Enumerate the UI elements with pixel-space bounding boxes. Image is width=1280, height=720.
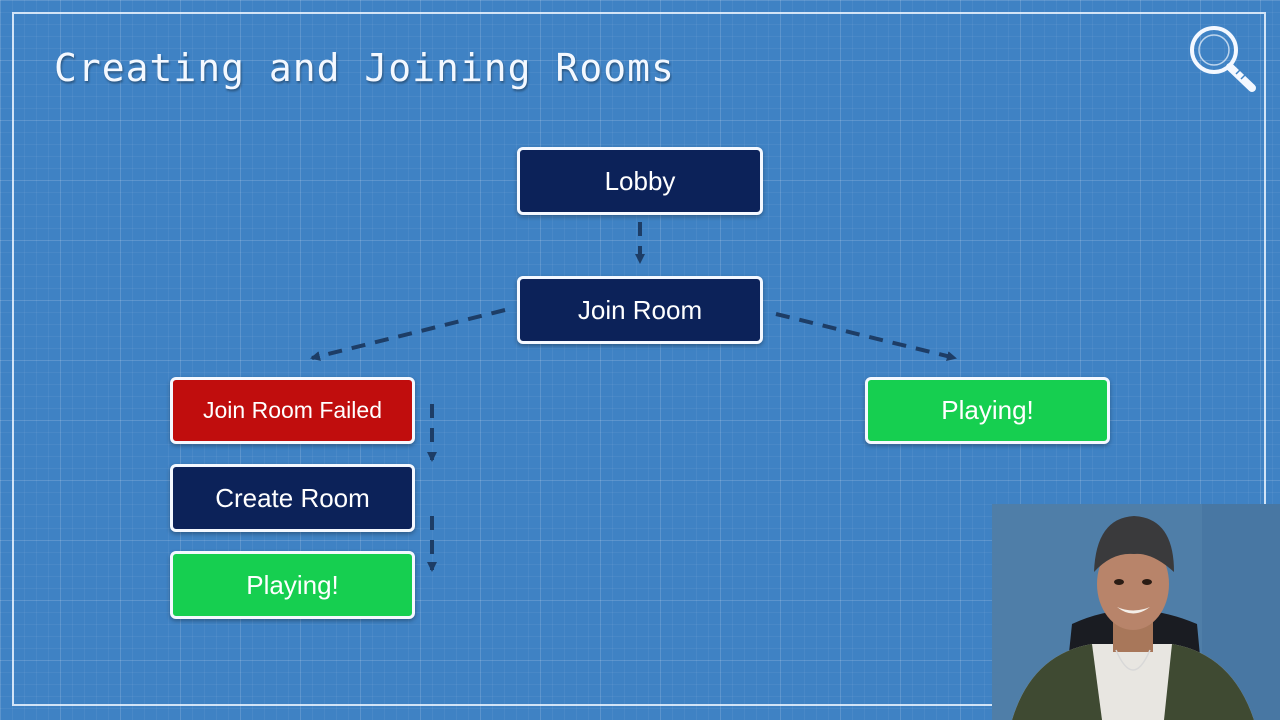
join-room-node: Join Room: [517, 276, 763, 344]
magnifying-glass-icon: [1190, 26, 1256, 92]
lobby-label: Lobby: [604, 165, 676, 196]
presenter-figure: [992, 504, 1280, 720]
create-room-label: Create Room: [215, 482, 370, 513]
slide-title: Creating and Joining Rooms: [54, 46, 675, 90]
join-room-failed-label: Join Room Failed: [203, 397, 382, 423]
join-room-failed-node: Join Room Failed: [170, 377, 415, 444]
playing-node-right: Playing!: [865, 377, 1110, 444]
arrow-join-to-playing: [775, 312, 957, 361]
playing-label-right: Playing!: [941, 395, 1034, 425]
playing-label-left: Playing!: [246, 569, 339, 600]
presenter-webcam: [992, 504, 1280, 720]
lobby-node: Lobby: [517, 147, 763, 215]
create-room-node: Create Room: [170, 464, 415, 532]
playing-node-left: Playing!: [170, 551, 415, 619]
slide-frame: [12, 12, 1266, 706]
join-room-label: Join Room: [577, 294, 703, 325]
arrow-join-to-failed: [310, 308, 506, 361]
